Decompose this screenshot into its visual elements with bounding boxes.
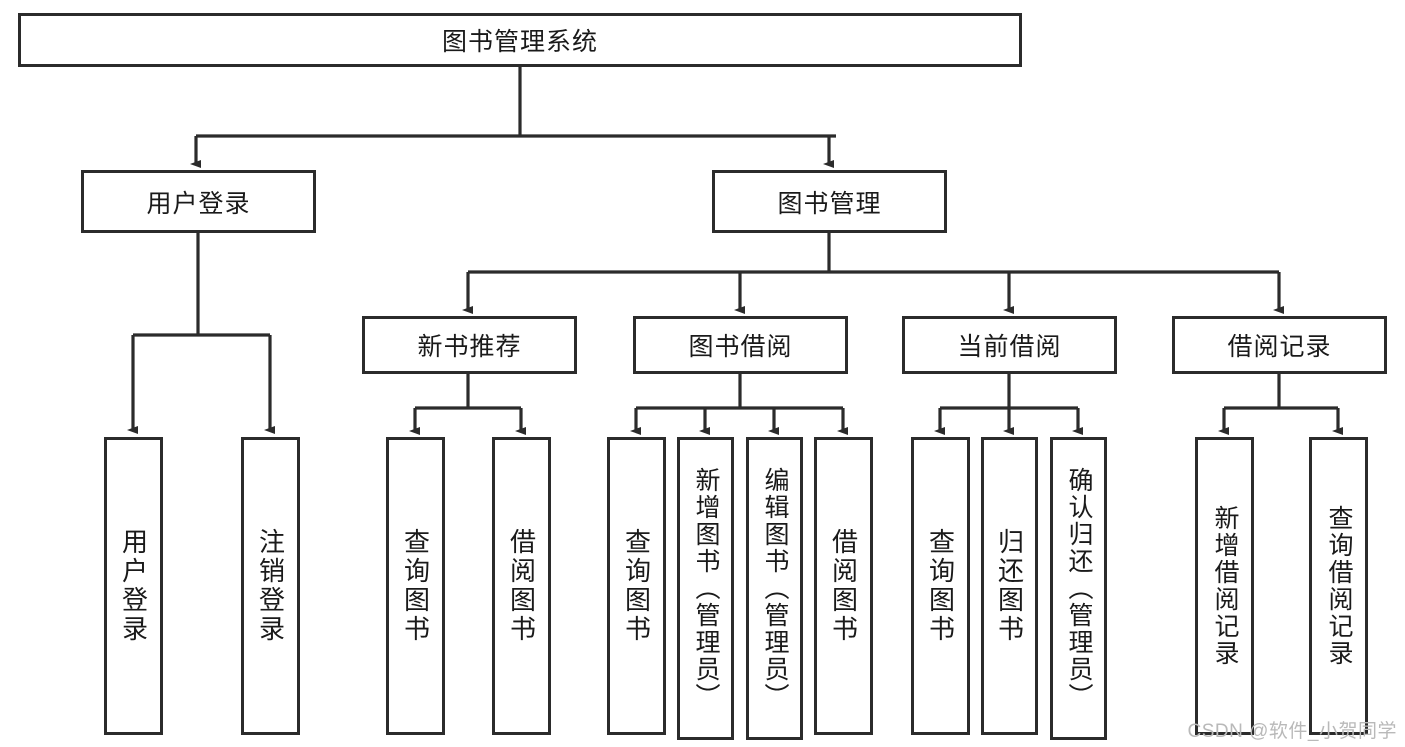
leaf-user-login-signout[interactable]: 注销登录 [241, 437, 300, 735]
leaf-records-query-record[interactable]: 查询借阅记录 [1309, 437, 1368, 735]
node-new-book-recommend[interactable]: 新书推荐 [362, 316, 577, 374]
node-user-login[interactable]: 用户登录 [81, 170, 316, 233]
leaf-user-login-signin[interactable]: 用户登录 [104, 437, 163, 735]
node-label: 图书管理系统 [441, 28, 598, 56]
node-label: 查询图书 [925, 528, 956, 644]
node-borrow-records[interactable]: 借阅记录 [1172, 316, 1387, 374]
node-label: 新增借阅记录 [1211, 505, 1239, 667]
node-label: 当前借阅 [957, 333, 1062, 361]
leaf-newbook-borrow-books[interactable]: 借阅图书 [492, 437, 551, 735]
leaf-bookborrow-edit-book-admin[interactable]: 编辑图书（管理员） [746, 437, 803, 740]
node-label: 图书借阅 [688, 333, 793, 361]
node-label: 用户登录 [146, 189, 251, 218]
node-label: 查询图书 [621, 528, 652, 644]
leaf-currentborrow-confirm-return-admin[interactable]: 确认归还（管理员） [1050, 437, 1107, 740]
leaf-currentborrow-return-books[interactable]: 归还图书 [981, 437, 1038, 735]
node-current-borrow[interactable]: 当前借阅 [902, 316, 1117, 374]
node-label: 用户登录 [118, 528, 149, 644]
node-label: 借阅图书 [828, 528, 859, 644]
node-label: 借阅图书 [506, 528, 537, 644]
node-label: 确认归还（管理员） [1065, 467, 1093, 710]
leaf-bookborrow-add-book-admin[interactable]: 新增图书（管理员） [677, 437, 734, 740]
leaf-bookborrow-borrow-books[interactable]: 借阅图书 [814, 437, 873, 735]
node-label: 查询图书 [400, 528, 431, 644]
csdn-watermark: CSDN @软件_小贺同学 [1187, 721, 1397, 742]
node-label: 注销登录 [255, 528, 286, 644]
node-book-management[interactable]: 图书管理 [712, 170, 947, 233]
leaf-currentborrow-query-books[interactable]: 查询图书 [911, 437, 970, 735]
node-label: 借阅记录 [1227, 333, 1332, 361]
node-label: 新增图书（管理员） [692, 467, 720, 710]
leaf-bookborrow-query-books[interactable]: 查询图书 [607, 437, 666, 735]
node-label: 编辑图书（管理员） [761, 467, 789, 710]
leaf-records-add-record[interactable]: 新增借阅记录 [1195, 437, 1254, 735]
node-label: 图书管理 [777, 189, 882, 218]
node-book-borrow[interactable]: 图书借阅 [633, 316, 848, 374]
leaf-newbook-query-books[interactable]: 查询图书 [386, 437, 445, 735]
node-label: 查询借阅记录 [1325, 505, 1353, 667]
node-root-system[interactable]: 图书管理系统 [18, 13, 1022, 67]
node-label: 新书推荐 [417, 333, 522, 361]
node-label: 归还图书 [994, 528, 1025, 644]
